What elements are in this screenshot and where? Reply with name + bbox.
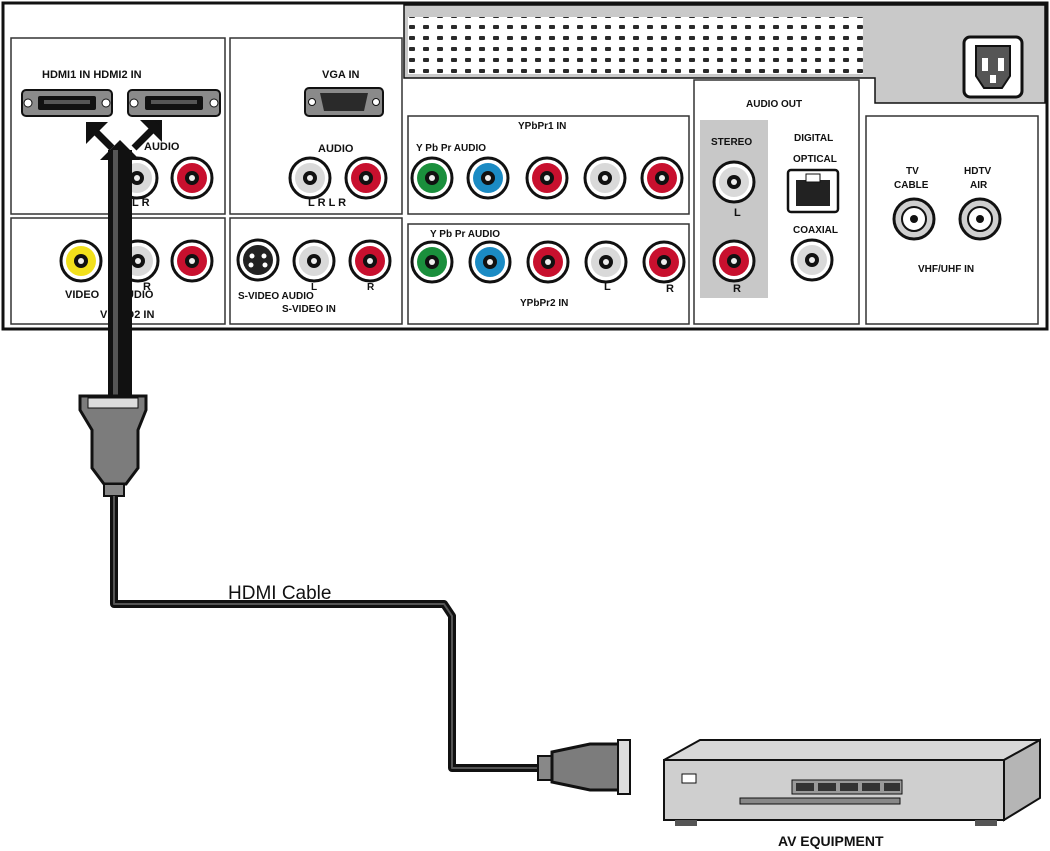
r-s-label: R (367, 282, 375, 293)
hdmi-cable (78, 150, 631, 795)
hdmi-in-label: HDMI1 IN HDMI2 IN (42, 69, 142, 81)
tv-back-panel: HDMI1 IN HDMI2 IN AUDIO L R VGA IN AUDIO… (1, 1, 1049, 331)
video2-audio-r-jack-icon (170, 239, 214, 283)
ypbpr2-in-label: YPbPr2 IN (520, 298, 568, 309)
ypbpr1-audio-l-jack-icon (583, 156, 627, 200)
vga-port-icon (304, 87, 384, 117)
vga-audio-l-jack-icon (288, 156, 332, 200)
r-out-label: R (733, 283, 741, 295)
ypbpr2-audio-l-jack-icon (584, 240, 628, 284)
l-label-3: L (604, 281, 611, 293)
r-video-label: R (143, 281, 151, 293)
hdtv-air-coax-icon (958, 197, 1002, 241)
audio-r-jack-icon (170, 156, 214, 200)
vhf-uhf-in-label: VHF/UHF IN (918, 264, 974, 275)
tv-cable-coax-icon (892, 197, 936, 241)
stereo-l-jack-icon (712, 160, 756, 204)
s-video-in-label: S-VIDEO IN (282, 304, 336, 315)
hdmi-plug-icon (537, 739, 631, 795)
ypbpr2-audio-r-jack-icon (642, 240, 686, 284)
digital-label: DIGITAL (794, 133, 833, 144)
ypbpr1-pr-jack-icon (525, 156, 569, 200)
l-s-label: L (311, 282, 317, 293)
hdmi-cable-label: HDMI Cable (228, 583, 331, 604)
ypbpr1-audio-r-jack-icon (640, 156, 684, 200)
av-equipment-label: AV EQUIPMENT (778, 833, 884, 849)
ypbpr1-y-jack-icon (410, 156, 454, 200)
ypbpr-audio-label-2: Y Pb Pr AUDIO (430, 229, 500, 240)
ypbpr1-pb-jack-icon (466, 156, 510, 200)
audio-label-1: AUDIO (144, 141, 180, 153)
av-equipment-icon (663, 738, 1041, 826)
tv-label: TV (906, 166, 919, 177)
vent-grille (408, 17, 863, 74)
stereo-r-jack-icon (712, 239, 756, 283)
ypbpr1-in-label: YPbPr1 IN (518, 121, 566, 132)
video-label: VIDEO (65, 289, 100, 301)
vga-in-label: VGA IN (322, 69, 360, 81)
s-video-audio-l-jack-icon (292, 239, 336, 283)
video2-video-jack-icon (59, 239, 103, 283)
s-video-port-icon (236, 238, 280, 282)
l-out-label: L (734, 207, 741, 219)
power-socket-icon (962, 35, 1024, 99)
s-video-audio-label: S-VIDEO AUDIO (238, 291, 314, 302)
air-label: AIR (970, 180, 988, 191)
optical-label: OPTICAL (793, 154, 837, 165)
ypbpr-audio-label-1: Y Pb Pr AUDIO (416, 143, 486, 154)
ypbpr2-pb-jack-icon (468, 240, 512, 284)
hdmi2-port-icon (127, 89, 221, 117)
antenna-section (865, 115, 1039, 325)
coaxial-out-jack-icon (790, 238, 834, 282)
ypbpr2-y-jack-icon (410, 240, 454, 284)
vga-audio-r-jack-icon (344, 156, 388, 200)
audio-out-label: AUDIO OUT (746, 99, 802, 110)
hdmi-plug-icon (78, 394, 148, 497)
optical-port-icon (786, 168, 840, 214)
audio-label-2: AUDIO (318, 143, 354, 155)
lr-label-1: L R (132, 197, 150, 209)
lrlr-label: L R L R (308, 197, 346, 209)
s-video-audio-r-jack-icon (348, 239, 392, 283)
stereo-label: STEREO (711, 137, 752, 148)
ypbpr2-pr-jack-icon (526, 240, 570, 284)
hdmi1-port-icon (21, 89, 113, 117)
coaxial-label: COAXIAL (793, 225, 838, 236)
r-label-3: R (666, 283, 674, 295)
cable-label: CABLE (894, 180, 929, 191)
hdtv-label: HDTV (964, 166, 992, 177)
